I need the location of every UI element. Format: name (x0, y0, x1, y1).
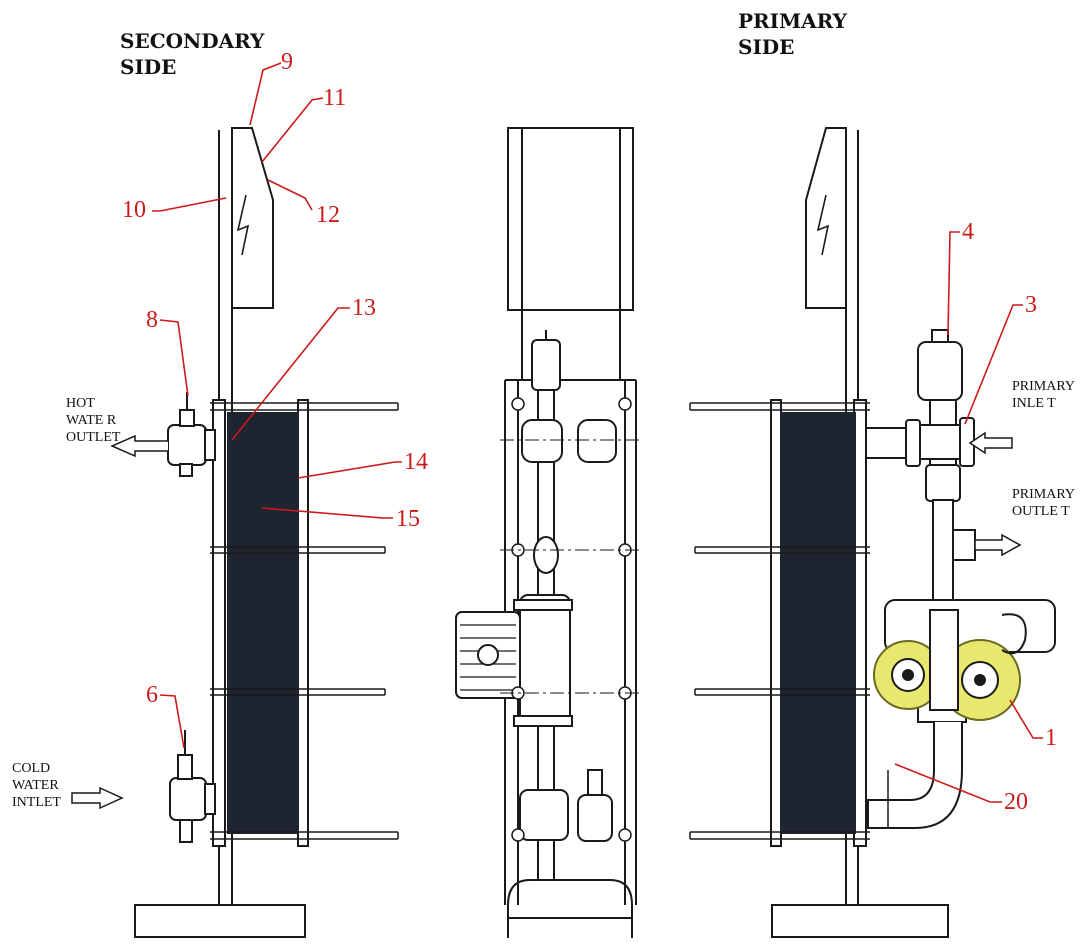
primary-side-heading: PRIMARY SIDE (738, 9, 847, 59)
callout-10: 10 (122, 197, 146, 223)
left-fixed-plate (212, 399, 226, 847)
callout-11: 11 (323, 85, 347, 111)
callout-leaders (152, 62, 1043, 803)
right-base-foot (771, 904, 949, 938)
left-lightning-symbol (236, 194, 250, 256)
cold-water-inlet-arrow (71, 786, 124, 810)
twin-circulating-pumps (873, 599, 1056, 721)
callout-9: 9 (281, 49, 293, 75)
primary-outlet-label: PRIMARY OUTLE T (1012, 487, 1076, 519)
cold-water-inlet-label: COLD WATER INTLET (12, 761, 61, 810)
right-pressure-plate (770, 399, 782, 847)
callout-14: 14 (404, 449, 428, 475)
left-hot-water-valve (167, 392, 216, 477)
left-plate-pack (227, 412, 299, 834)
middle-control-box (507, 127, 634, 311)
left-base-foot (134, 904, 306, 938)
primary-side-view (689, 127, 1056, 938)
primary-inlet-arrow (968, 431, 1013, 455)
left-tie-bolts (210, 402, 399, 840)
primary-outlet-arrow (974, 533, 1022, 557)
left-cold-water-valve (169, 730, 216, 843)
middle-base-foot (507, 879, 633, 938)
left-pressure-plate (297, 399, 309, 847)
callout-20: 20 (1004, 789, 1028, 815)
callout-3: 3 (1025, 292, 1037, 318)
primary-inlet-label: PRIMARY INLE T (1012, 379, 1076, 411)
hot-water-outlet-label: HOT WATE R OUTLET (66, 396, 121, 445)
right-tie-bolts (689, 402, 870, 840)
callout-8: 8 (146, 307, 158, 333)
callout-15: 15 (396, 506, 420, 532)
side-elevation-view (455, 127, 640, 938)
callout-1: 1 (1045, 725, 1057, 751)
secondary-side-heading: SECONDARY SIDE (120, 29, 265, 79)
callout-6: 6 (146, 682, 158, 708)
callout-12: 12 (316, 202, 340, 228)
left-control-box (231, 127, 274, 309)
secondary-side-view (71, 127, 399, 938)
right-control-box (805, 127, 847, 309)
right-lightning-symbol (816, 194, 830, 256)
right-plate-pack (780, 412, 856, 834)
callout-4: 4 (962, 219, 974, 245)
callout-13: 13 (352, 295, 376, 321)
hot-water-outlet-arrow (110, 434, 168, 458)
primary-piping (865, 329, 976, 829)
